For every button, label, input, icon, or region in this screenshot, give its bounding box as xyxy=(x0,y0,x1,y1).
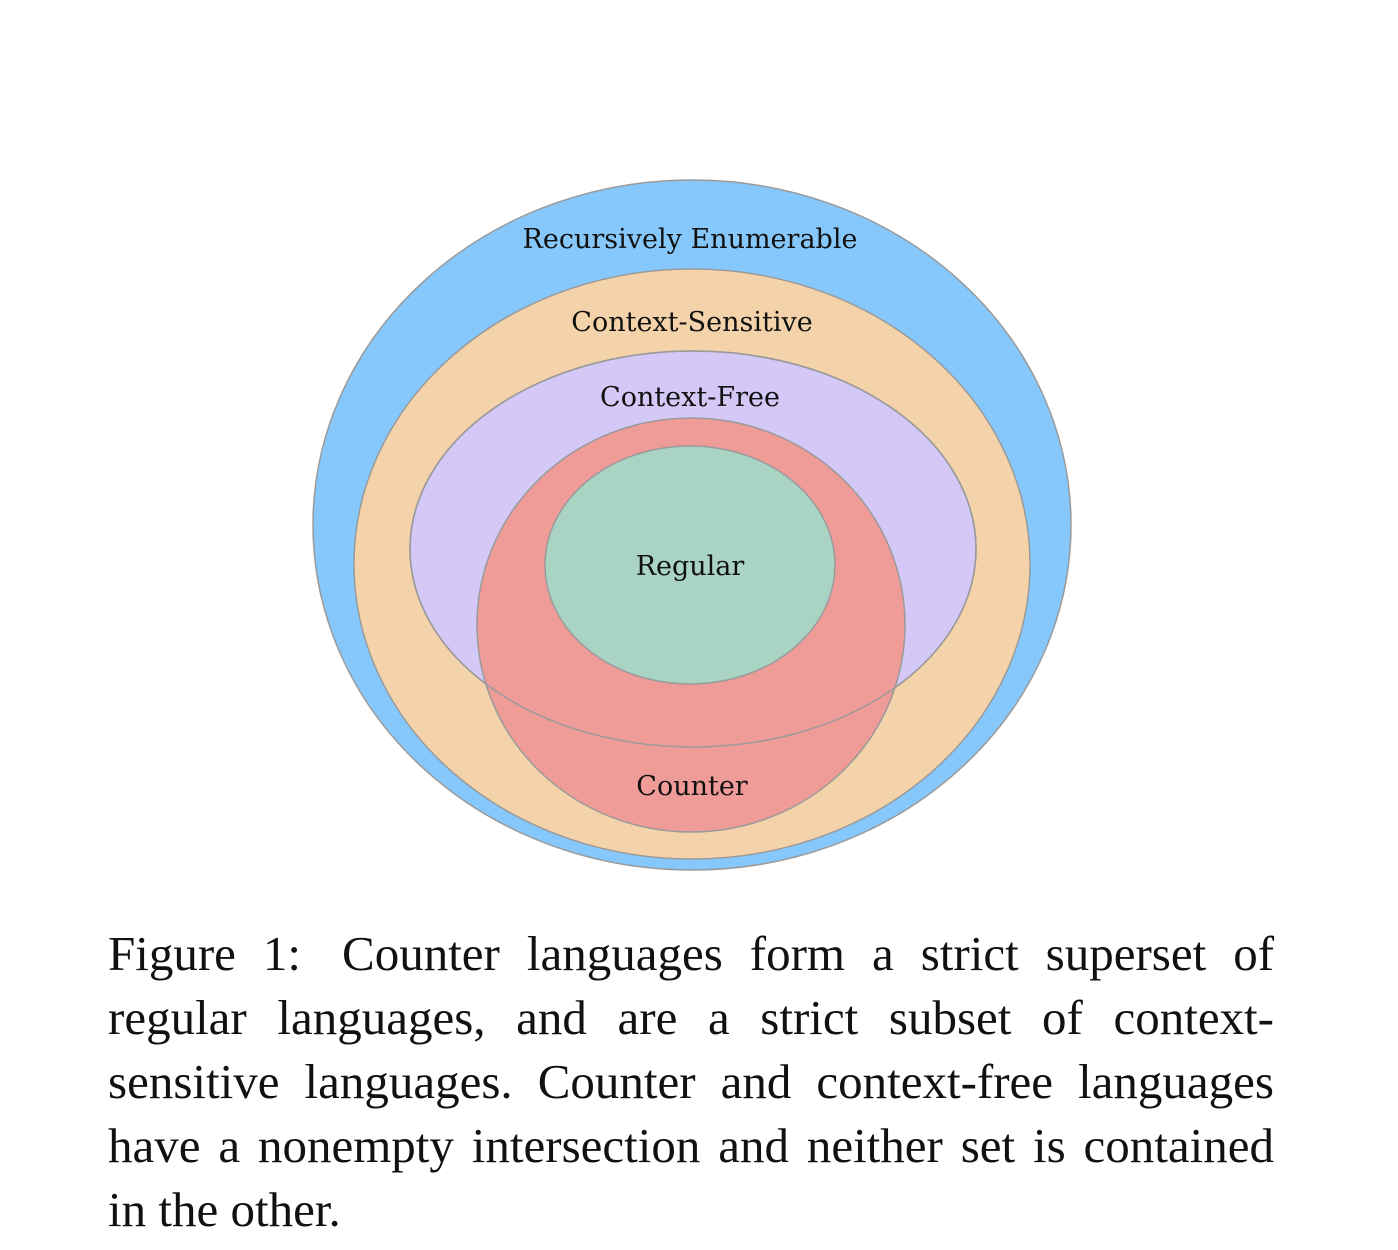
label-context-sensitive: Context-Sensitive xyxy=(571,307,812,338)
label-recursively-enumerable: Recursively Enumerable xyxy=(523,224,858,255)
set-context-free-outline xyxy=(409,350,977,748)
language-hierarchy-diagram: Recursively Enumerable Context-Sensitive… xyxy=(312,179,1072,871)
label-counter: Counter xyxy=(636,771,748,802)
set-regular xyxy=(544,445,836,685)
label-context-free: Context-Free xyxy=(600,382,780,413)
label-regular: Regular xyxy=(636,551,745,582)
caption-text: Counter languages form a strict superset… xyxy=(108,926,1275,1237)
figure-caption: Figure 1: Counter languages form a stric… xyxy=(108,922,1274,1242)
figure-label: Figure 1: xyxy=(108,926,302,981)
